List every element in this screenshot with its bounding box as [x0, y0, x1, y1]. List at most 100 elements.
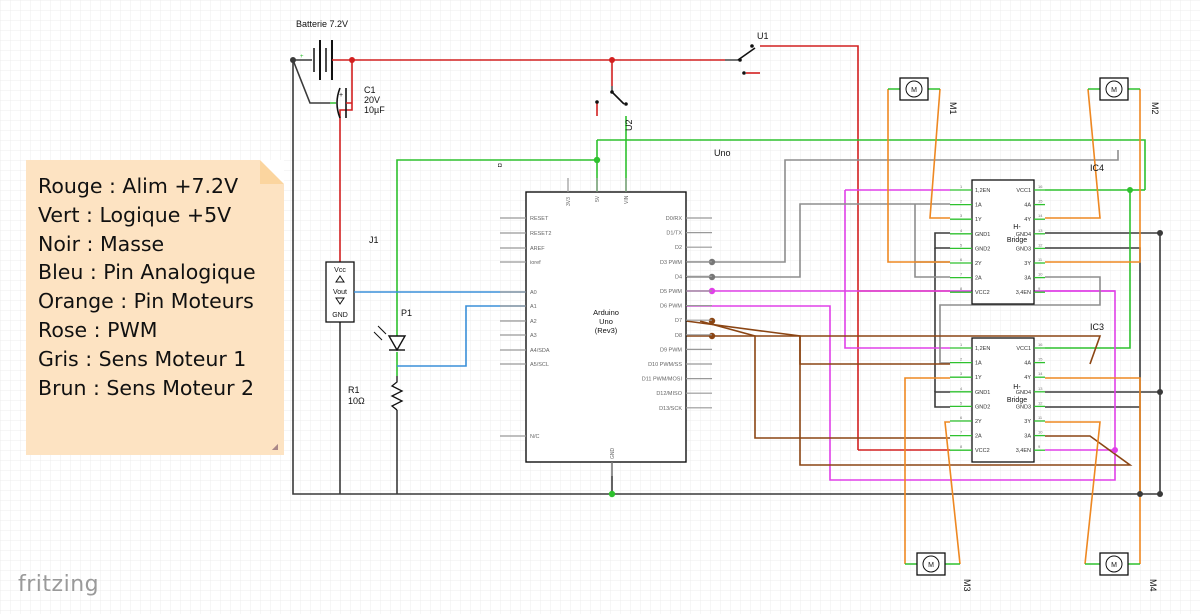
arduino-right-pin-label: D4 [675, 274, 682, 280]
legend-line-red: Rouge : Alim +7.2V [38, 174, 239, 198]
switch-u2[interactable]: U2 [595, 86, 634, 131]
h-bridge-left-pin-label: 2A [975, 434, 982, 440]
motor-m3-ref: M3 [962, 579, 972, 592]
h-bridge-left-pin-number: 5 [960, 400, 963, 405]
motor-m2[interactable]: M M2 [1088, 77, 1160, 115]
arduino-pin-gnd: GND [610, 448, 616, 460]
arduino-uno[interactable]: Uno ◘ 3V3 5V VIN GND Arduino Uno (Rev3) … [498, 148, 731, 476]
h-bridge-left-pin-label: GND2 [975, 246, 990, 252]
arduino-left-pin-label: N/C [530, 434, 540, 440]
h-bridge-right-pin-number: 14 [1038, 213, 1043, 218]
resistor-r1[interactable]: R1 10Ω [348, 376, 404, 411]
sensor-j1[interactable]: J1 Vcc Vout GND [325, 235, 379, 323]
battery[interactable]: Batterie 7.2V + [293, 19, 352, 80]
h-bridge-left-pin-number: 4 [960, 386, 963, 391]
h-bridge-ic3-name2: Bridge [1007, 397, 1027, 404]
h-bridge-left-pin-number: 2 [960, 199, 963, 204]
h-bridge-left-pin-number: 7 [960, 430, 963, 435]
arduino-right-pin-label: D2 [675, 245, 682, 251]
motor-m1[interactable]: M M1 [888, 77, 958, 115]
junctions [290, 57, 1163, 498]
motor-m3[interactable]: M M3 [905, 552, 972, 592]
arduino-right-pin-label: D3 PWM [660, 260, 682, 266]
h-bridge-left-pin-label: 1Y [975, 375, 982, 381]
h-bridge-right-pin-label: VCC1 [1016, 188, 1031, 194]
h-bridge-right-pin-number: 12 [1038, 400, 1043, 405]
logic-wires[interactable] [339, 116, 1146, 376]
h-bridge-right-pin-label: 3,4EN [1016, 448, 1031, 454]
h-bridge-right-pin-number: 12 [1038, 242, 1043, 247]
h-bridge-right-pin-label: 3A [1024, 434, 1031, 440]
h-bridge-left-pin-label: GND2 [975, 404, 990, 410]
motor-m4-ref: M4 [1148, 579, 1158, 592]
h-bridge-right-pin-label: 3,4EN [1016, 290, 1031, 296]
svg-text:+: + [339, 92, 343, 99]
h-bridge-left-pin-number: 1 [960, 342, 963, 347]
h-bridge-ic4-name2: Bridge [1007, 237, 1027, 244]
arduino-right-pin-label: D12/MISO [656, 391, 682, 397]
h-bridge-right-pin-label: GND3 [1016, 404, 1031, 410]
h-bridge-left-pin-label: VCC2 [975, 290, 990, 296]
legend-note[interactable]: Rouge : Alim +7.2V Vert : Logique +5V No… [26, 160, 284, 455]
h-bridge-left-pin-label: 2Y [975, 419, 982, 425]
h-bridge-left-pin-number: 8 [960, 286, 963, 291]
direction1-wires[interactable] [686, 150, 1119, 364]
arduino-name-3: (Rev3) [595, 326, 618, 335]
arduino-right-pin-label: D7 [675, 318, 682, 324]
h-bridge-left-pin-number: 8 [960, 444, 963, 449]
capacitor-c1[interactable]: + C1 20V 10µF [330, 85, 385, 119]
battery-label: Batterie 7.2V [296, 19, 348, 29]
h-bridge-right-pin-label: GND3 [1016, 246, 1031, 252]
direction2-wires[interactable] [685, 320, 1133, 466]
h-bridge-left-pin-label: GND1 [975, 390, 990, 396]
h-bridge-left-pin-label: 2A [975, 276, 982, 282]
analog-wires[interactable] [360, 291, 526, 367]
arduino-pin-vin: VIN [624, 195, 630, 204]
resistor-value: 10Ω [348, 396, 365, 406]
arduino-left-pins: RESETRESET2AREFiorefA0A1A2A3A4/SDAA5/SCL… [500, 216, 551, 440]
h-bridge-left-pin-label: 1,2EN [975, 346, 990, 352]
arduino-left-pin-label: A2 [530, 319, 537, 325]
h-bridge-left-pin-number: 4 [960, 228, 963, 233]
h-bridge-left-pin-label: 1A [975, 203, 982, 209]
h-bridge-right-pin-number: 15 [1038, 357, 1043, 362]
photodiode-p1[interactable]: P1 [373, 308, 412, 352]
switch-u1[interactable]: U1 [725, 31, 769, 75]
motor-m4-symbol: M [1111, 562, 1117, 569]
arduino-left-pin-label: A5/SCL [530, 362, 549, 368]
arduino-right-pin-label: D13/SCK [659, 406, 682, 412]
fritzing-logo: fritzing [18, 572, 100, 597]
legend-line-black: Noir : Masse [38, 231, 165, 256]
arduino-label: Uno [714, 148, 731, 158]
sensor-pin-gnd: GND [332, 312, 348, 319]
h-bridge-ic3-ref: IC3 [1090, 322, 1104, 332]
arduino-name-1: Arduino [593, 308, 619, 317]
h-bridge-left-pin-label: 1Y [975, 217, 982, 223]
h-bridge-right-pin-label: 3Y [1024, 419, 1031, 425]
motor-wires[interactable] [887, 88, 1141, 565]
h-bridge-right-pin-number: 16 [1038, 184, 1043, 189]
legend-line-orange: Orange : Pin Moteurs [38, 289, 254, 314]
sensor-ref: J1 [369, 235, 379, 245]
legend-line-brown: Brun : Sens Moteur 2 [38, 375, 255, 400]
arduino-pin-3v3: 3V3 [566, 197, 572, 206]
h-bridge-left-pin-number: 3 [960, 371, 963, 376]
arduino-right-pin-label: D0/RX [666, 216, 683, 222]
h-bridge-right-pin-number: 11 [1038, 415, 1043, 420]
resize-grip-icon[interactable]: ◢ [271, 442, 278, 451]
h-bridge-left-pin-label: 2Y [975, 261, 982, 267]
motor-m1-symbol: M [911, 87, 917, 94]
motor-m4[interactable]: M M4 [1085, 552, 1158, 592]
h-bridge-left-pin-number: 3 [960, 213, 963, 218]
h-bridge-left-pin-label: VCC2 [975, 448, 990, 454]
h-bridge-ic4-ref: IC4 [1090, 163, 1104, 173]
arduino-right-pin-label: D1/TX [666, 231, 682, 237]
arduino-right-pin-label: D8 [675, 333, 682, 339]
h-bridge-left-pin-number: 5 [960, 242, 963, 247]
h-bridge-ic3-name1: H- [1013, 384, 1021, 391]
arduino-pin-5v: 5V [595, 195, 601, 202]
svg-text:+: + [300, 54, 304, 60]
